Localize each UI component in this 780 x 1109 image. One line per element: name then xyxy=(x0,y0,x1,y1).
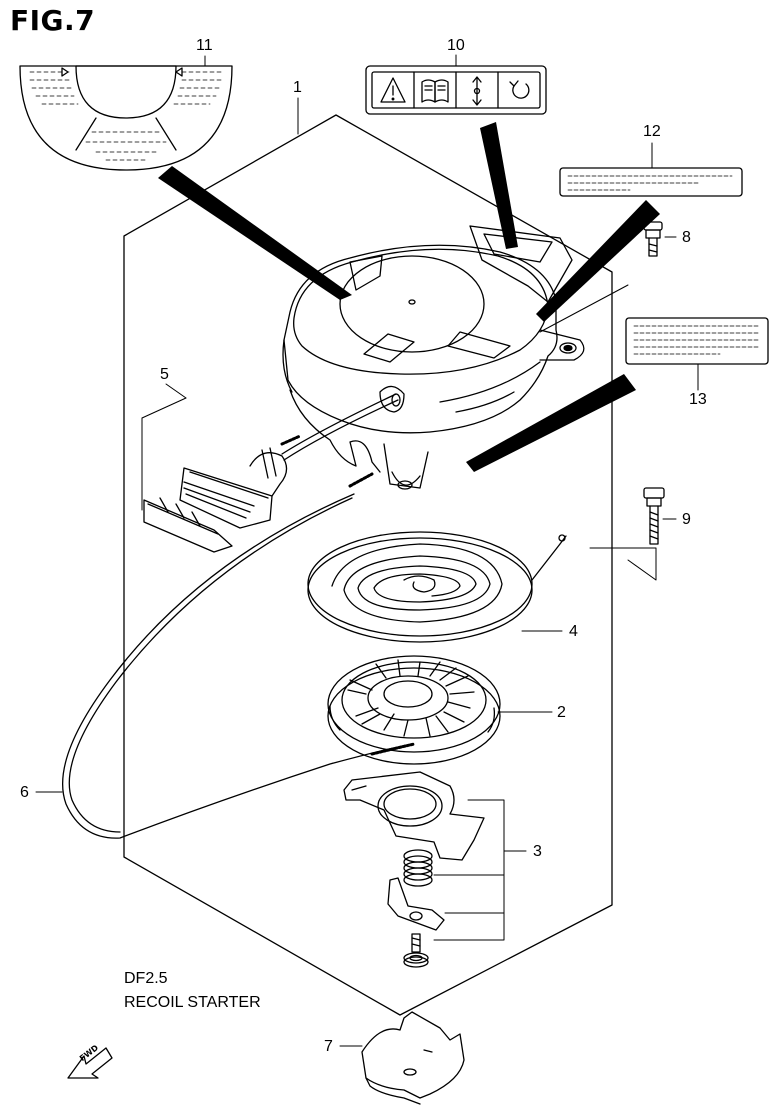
plate-7 xyxy=(361,1011,465,1105)
assembly-frame xyxy=(123,114,613,1016)
pointer-wedges xyxy=(158,122,660,472)
starter-housing xyxy=(282,225,585,490)
callout-3: 3 xyxy=(533,843,542,860)
label-13 xyxy=(625,317,769,365)
up-down-arrow-icon xyxy=(472,76,482,106)
spring-4 xyxy=(307,531,567,643)
callout-9: 9 xyxy=(682,511,691,528)
rotation-icon xyxy=(509,80,530,99)
label-10 xyxy=(365,65,547,115)
handle-5 xyxy=(143,447,288,553)
callout-2: 2 xyxy=(557,704,566,721)
fwd-arrow-icon xyxy=(67,1047,113,1079)
assembly-name-label: RECOIL STARTER xyxy=(124,994,261,1011)
pawl-3 xyxy=(387,877,445,931)
manual-book-icon xyxy=(421,79,449,103)
callout-11: 11 xyxy=(196,37,213,54)
callout-13: 13 xyxy=(689,391,707,408)
callout-10: 10 xyxy=(447,37,465,54)
label-12 xyxy=(559,167,743,197)
warning-icon xyxy=(380,77,406,103)
spring-3-coil xyxy=(403,849,433,887)
reel-2 xyxy=(327,655,501,765)
callout-5: 5 xyxy=(160,366,169,383)
decal-11 xyxy=(19,65,233,171)
callout-6: 6 xyxy=(20,784,29,801)
ratchet-3 xyxy=(343,771,485,861)
callout-1: 1 xyxy=(293,79,302,96)
screw-3 xyxy=(403,933,429,968)
model-label: DF2.5 xyxy=(124,970,168,987)
figure-title: FIG.7 xyxy=(10,4,96,37)
bolt-9 xyxy=(643,487,665,545)
callout-12: 12 xyxy=(643,123,661,140)
callout-4: 4 xyxy=(569,623,578,640)
rope-6 xyxy=(62,393,416,839)
callout-8: 8 xyxy=(682,229,691,246)
bolt-8 xyxy=(643,221,663,257)
leader-lines xyxy=(35,54,699,1047)
callout-7: 7 xyxy=(324,1038,333,1055)
